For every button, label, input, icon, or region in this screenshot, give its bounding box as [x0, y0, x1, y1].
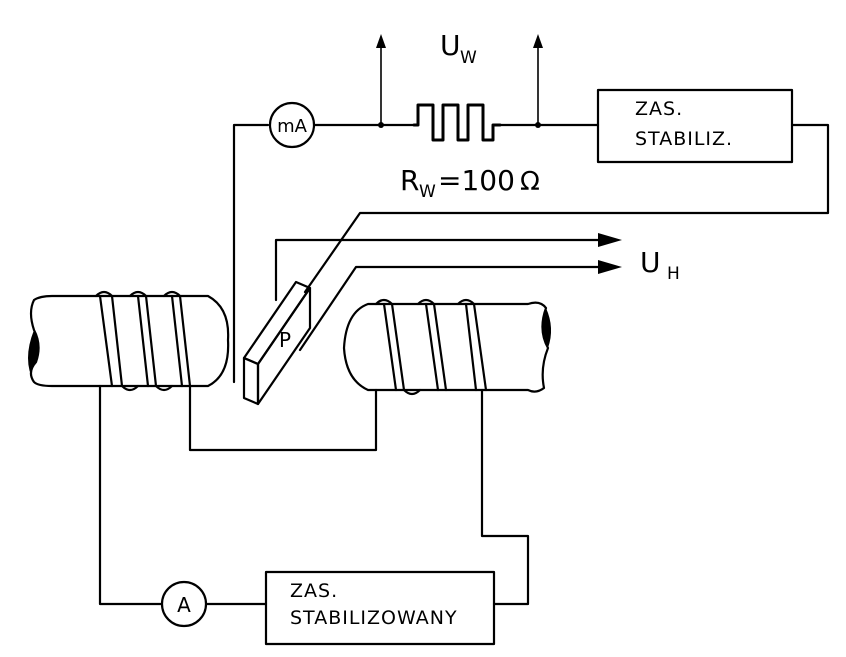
- svg-text:W: W: [460, 48, 477, 68]
- svg-text:Ω: Ω: [520, 167, 540, 197]
- top-supply-circuit: mA U W R W =100 Ω ZAS.: [232, 29, 830, 384]
- uw-voltage-label: U W: [440, 29, 477, 68]
- uw-voltage-tap-right: [533, 34, 543, 128]
- left-coil-windings: [94, 290, 192, 392]
- magnet-supply-circuit: A ZAS. STABILIZOWANY: [98, 384, 530, 646]
- resistor-rw-symbol: [412, 103, 502, 142]
- top-supply-label-line2: STABILIZ.: [635, 128, 733, 150]
- ammeter-label: A: [177, 593, 191, 617]
- svg-text:R: R: [400, 164, 419, 197]
- bottom-supply-label-line2: STABILIZOWANY: [290, 607, 458, 629]
- top-stabilized-supply-box: [596, 88, 794, 164]
- svg-text:W: W: [419, 182, 436, 202]
- right-coil-windings: [374, 298, 488, 396]
- hall-plate: P: [242, 280, 312, 406]
- hall-voltage-output: U H: [274, 233, 680, 352]
- milliammeter-label: mA: [277, 116, 308, 137]
- bottom-supply-label-line1: ZAS.: [290, 580, 338, 602]
- uw-voltage-tap-left: [376, 34, 386, 128]
- svg-text:H: H: [667, 264, 680, 284]
- wire-plate-to-milliammeter: [232, 123, 270, 384]
- svg-text:U: U: [640, 246, 661, 279]
- uh-voltage-label: U H: [640, 246, 680, 284]
- wire-hall-output-upper: [274, 238, 602, 302]
- rw-resistance-label: R W =100 Ω: [400, 164, 540, 202]
- wire-coil-interconnect: [188, 384, 378, 452]
- svg-text:U: U: [440, 29, 461, 62]
- wire-supply-to-right-coil: [480, 388, 530, 606]
- right-electromagnet-pole: [342, 298, 552, 396]
- svg-text:=100: =100: [438, 164, 515, 197]
- top-supply-label-line1: ZAS.: [635, 98, 683, 120]
- wire-hall-output-lower: [298, 265, 602, 352]
- plate-label: P: [279, 328, 291, 352]
- wire-left-coil-to-ammeter: [98, 384, 164, 606]
- bottom-stabilized-supply-box: [264, 570, 496, 646]
- left-electromagnet-pole: [28, 290, 230, 392]
